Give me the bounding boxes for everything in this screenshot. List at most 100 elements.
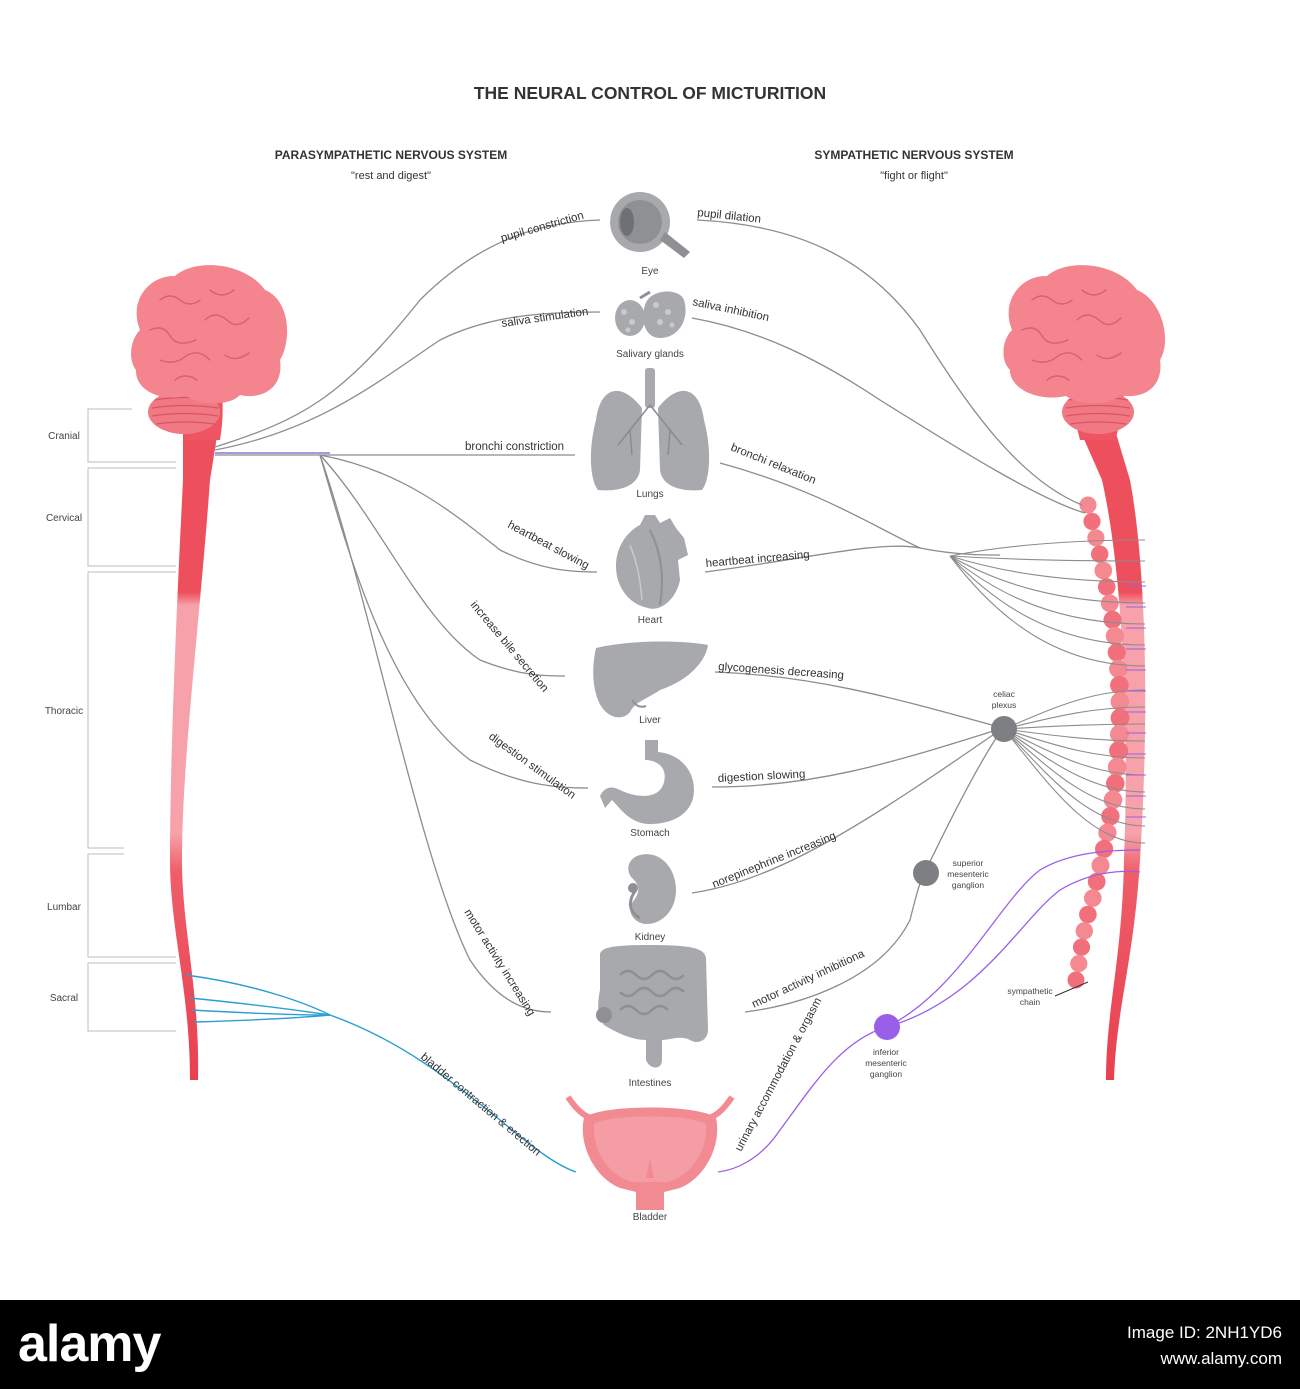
lower-fan-nerve — [1003, 706, 1146, 730]
para-label-stomach: digestion stimulation — [486, 731, 577, 802]
chain-pointer — [1054, 981, 1089, 997]
chain-ganglion — [1070, 955, 1088, 973]
symp-label-heart: heartbeat increasing — [705, 549, 810, 570]
chain-ganglion — [1110, 724, 1129, 744]
parasympathetic-tagline: "rest and digest" — [351, 170, 431, 182]
para-label-eye: pupil constriction — [500, 210, 586, 245]
chain-ganglion — [1087, 872, 1106, 891]
superior-label-1: superior — [953, 858, 984, 868]
inferior-label-2: mesenteric — [865, 1058, 907, 1068]
bladder-label: Bladder — [633, 1212, 668, 1223]
intestines-icon — [596, 945, 708, 1068]
chain-connectors — [1126, 585, 1146, 818]
chain-ganglion — [1109, 659, 1128, 678]
lower-fan-nerve — [1003, 728, 1146, 793]
para-label-liver: increase bile secretion — [468, 599, 551, 694]
chain-ganglion — [1079, 905, 1097, 924]
stomach-icon — [600, 740, 694, 824]
chain-ganglion — [1079, 496, 1097, 514]
lower-fan-nerve — [1003, 728, 1146, 759]
para-label-salivary: saliva stimulation — [501, 306, 589, 330]
upper-fan-nerve — [949, 555, 1146, 562]
upper-fan-nerve — [949, 555, 1146, 667]
lower-fan-nerve — [1003, 728, 1146, 742]
lower-fan-nerve — [1003, 723, 1146, 730]
chain-ganglion — [1072, 938, 1091, 956]
celiac-label-1: celiac — [993, 689, 1015, 699]
lower-fan-nerve — [1003, 728, 1146, 776]
chain-ganglion — [1084, 889, 1102, 907]
intestines-label: Intestines — [629, 1078, 672, 1089]
chain-ganglion — [1110, 675, 1129, 695]
symp-label-liver: glycogenesis decreasing — [718, 661, 844, 682]
inferior-label-3: ganglion — [870, 1069, 902, 1079]
segment-sacral: Sacral — [50, 993, 78, 1004]
lungs-icon — [590, 368, 710, 491]
chain-ganglion — [1098, 823, 1117, 842]
chain-ganglion — [1083, 512, 1101, 531]
symp-label-stomach: digestion slowing — [718, 768, 806, 785]
sympathetic-tagline: "fight or flight" — [880, 170, 948, 182]
chain-ganglion — [1100, 594, 1119, 613]
eye-icon — [607, 192, 690, 258]
para-label-lungs: bronchi constriction — [465, 441, 564, 453]
sympathetic-nerves — [691, 219, 1086, 1013]
parasympathetic-heading: PARASYMPATHETIC NERVOUS SYSTEM — [275, 148, 507, 162]
footer-bar: alamy Image ID: 2NH1YD6 www.alamy.com — [0, 1300, 1300, 1389]
lungs-label: Lungs — [636, 489, 663, 500]
chain-ganglion — [1110, 708, 1130, 728]
sympathetic-chain — [1067, 496, 1130, 989]
inferior-label-1: inferior — [873, 1047, 899, 1057]
salivary-glands-label: Salivary glands — [616, 349, 684, 360]
chain-ganglion — [1109, 741, 1129, 761]
kidney-label: Kidney — [635, 932, 666, 943]
symp-label-kidney: norepinephrine increasing — [711, 830, 838, 891]
chain-label-2: chain — [1020, 997, 1041, 1007]
superior-label-3: ganglion — [952, 880, 984, 890]
celiac-plexus-node — [991, 716, 1017, 742]
alamy-logo: alamy — [18, 1315, 161, 1373]
sympathetic-fan-upper — [949, 539, 1146, 667]
salivary-glands-icon — [615, 290, 686, 338]
left-brain — [131, 265, 288, 440]
para-label-bladder: bladder contraction & erection — [418, 1051, 543, 1158]
chain-ganglion — [1097, 578, 1116, 596]
sympathetic-purple-nerves — [717, 849, 1141, 1173]
chain-ganglion — [1103, 610, 1122, 629]
parasympathetic-nerves — [214, 219, 601, 1013]
upper-fan-nerve — [949, 555, 1146, 646]
micturition-diagram: THE NEURAL CONTROL OF MICTURITION PARASY… — [45, 83, 1166, 1223]
inferior-mesenteric-ganglion-node — [874, 1014, 900, 1040]
lower-fan-nerve — [1003, 728, 1146, 827]
eye-label: Eye — [641, 266, 659, 277]
chain-ganglion — [1087, 529, 1105, 547]
chain-ganglion — [1110, 692, 1130, 711]
segment-cranial: Cranial — [48, 431, 80, 442]
chain-ganglion — [1067, 971, 1085, 989]
upper-fan-nerve — [949, 555, 1146, 625]
segment-brackets — [87, 408, 176, 1032]
chain-ganglion — [1107, 643, 1126, 662]
stomach-label: Stomach — [630, 828, 669, 839]
bladder-icon — [565, 1095, 735, 1210]
image-id-block: Image ID: 2NH1YD6 www.alamy.com — [1127, 1320, 1282, 1372]
chain-ganglion — [1091, 545, 1109, 563]
liver-icon — [593, 641, 708, 718]
para-label-intestines: motor activity increasing — [461, 907, 537, 1018]
symp-label-bladder: urinary accommodation & orgasm — [733, 996, 824, 1153]
chain-label-1: sympathetic — [1007, 986, 1053, 996]
heart-label: Heart — [638, 615, 663, 626]
chain-ganglion — [1105, 626, 1124, 646]
lower-fan-nerve — [1003, 728, 1146, 810]
right-brain — [1003, 265, 1166, 440]
upper-fan-nerve — [949, 539, 1146, 557]
heart-icon — [616, 515, 688, 609]
chain-ganglion — [1091, 856, 1110, 875]
sympathetic-heading: SYMPATHETIC NERVOUS SYSTEM — [814, 148, 1013, 162]
image-id: Image ID: 2NH1YD6 — [1127, 1323, 1282, 1342]
chain-ganglion — [1095, 839, 1114, 859]
segment-thoracic: Thoracic — [45, 706, 83, 717]
chain-ganglion — [1103, 790, 1123, 810]
para-label-heart: heartbeat slowing — [506, 519, 591, 572]
liver-label: Liver — [639, 715, 661, 726]
